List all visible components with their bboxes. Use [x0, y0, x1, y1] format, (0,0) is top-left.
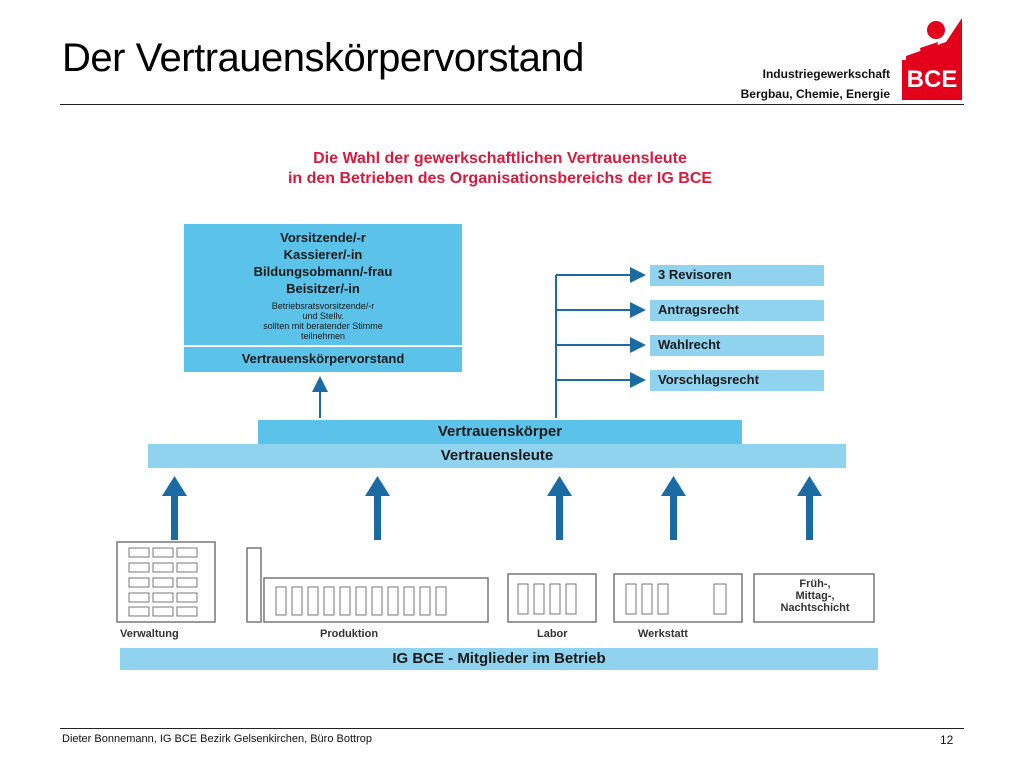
vorstand-divider [184, 345, 462, 347]
rights-label: Vorschlagsrecht [658, 372, 759, 387]
diagram-heading-line2: in den Betrieben des Organisationsbereic… [287, 170, 713, 187]
rights-label: Antragsrecht [658, 302, 739, 317]
verwaltung-building [116, 541, 216, 623]
rights-label: 3 Revisoren [658, 267, 732, 282]
vertrauensleute-band: Vertrauensleute [148, 444, 846, 468]
members-bar-label: IG BCE - Mitglieder im Betrieb [392, 650, 606, 667]
footer-author: Dieter Bonnemann, IG BCE Bezirk Gelsenki… [62, 733, 372, 745]
header-divider [60, 104, 964, 105]
labor-building [507, 573, 597, 623]
produktion-building [246, 547, 489, 623]
diagram-heading-line1: Die Wahl der gewerkschaftlichen Vertraue… [313, 150, 687, 167]
schicht-box [753, 573, 875, 623]
org-name-line1: Industriegewerkschaft [762, 67, 890, 81]
rights-box-vorschlagsrecht: Vorschlagsrecht [650, 370, 824, 391]
vorstand-note: sollten mit beratender Stimme [263, 321, 383, 331]
page-number: 12 [940, 733, 954, 747]
vorstand-role: Vorsitzende/-r [280, 230, 366, 245]
vorstand-role: Bildungsobmann/-frau [253, 264, 393, 279]
dept-label-werkstatt: Werkstatt [638, 628, 688, 640]
logo-text: BCE [906, 66, 958, 93]
vorstand-note: und Stellv. [302, 311, 344, 321]
vorstand-box [184, 224, 462, 372]
up-arrow-labor [547, 476, 572, 540]
werkstatt-building [613, 573, 743, 623]
slide-title: Der Vertrauenskörpervorstand [62, 36, 584, 80]
vorstand-role: Kassierer/-in [283, 247, 363, 262]
vertrauenskoerper-band: Vertrauenskörper [258, 420, 742, 444]
up-arrow-werkstatt [661, 476, 686, 540]
schicht-line: Mittag-, [795, 590, 835, 602]
band-label: Vertrauenskörper [437, 423, 563, 440]
rights-label: Wahlrecht [658, 337, 721, 352]
vorstand-label: Vertrauenskörpervorstand [241, 351, 405, 366]
dept-label-produktion: Produktion [320, 628, 379, 640]
dept-label-verwaltung: Verwaltung [120, 628, 179, 640]
schicht-line: Früh-, [799, 578, 831, 590]
up-arrow-schicht [797, 476, 822, 540]
igbce-logo-icon [906, 18, 962, 60]
dept-label-labor: Labor [537, 628, 568, 640]
schicht-label: Früh-, Mittag-, Nachtschicht [758, 578, 872, 614]
rights-box-wahlrecht: Wahlrecht [650, 335, 824, 356]
up-arrow-verwaltung [162, 476, 187, 540]
footer-divider [60, 728, 964, 729]
vorstand-note: teilnehmen [300, 331, 346, 341]
schicht-line: Nachtschicht [780, 602, 850, 614]
members-bar: IG BCE - Mitglieder im Betrieb [120, 648, 878, 670]
rights-box-revisoren: 3 Revisoren [650, 265, 824, 286]
logo-box [902, 60, 962, 100]
org-name-line2: Bergbau, Chemie, Energie [740, 87, 890, 101]
vorstand-note: Betriebsratsvorsitzende/-r [271, 301, 375, 311]
band-label: Vertrauensleute [440, 447, 554, 464]
up-arrow-produktion [365, 476, 390, 540]
rights-box-antragsrecht: Antragsrecht [650, 300, 824, 321]
vorstand-role: Beisitzer/-in [286, 281, 360, 296]
